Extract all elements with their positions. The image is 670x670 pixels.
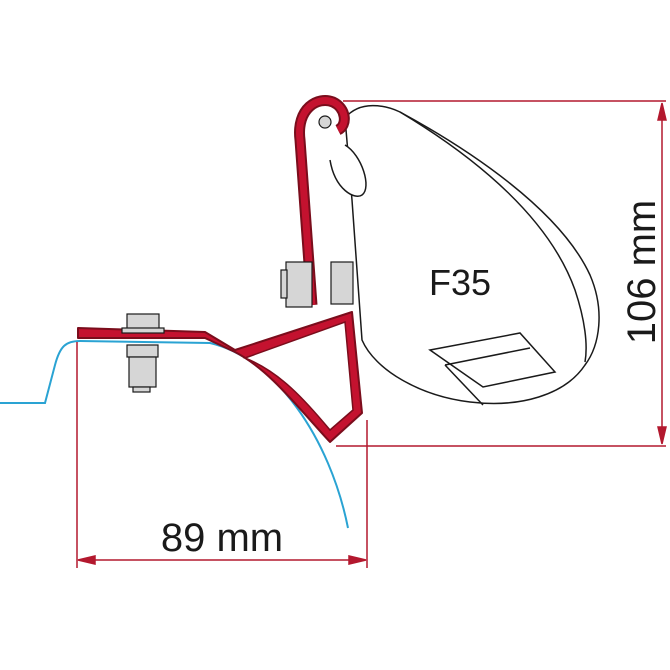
right-bolt-nuts	[280, 261, 354, 308]
awning-housing	[329, 104, 600, 406]
width-dimension-label: 89 mm	[161, 516, 283, 560]
height-dimension-label: 106 mm	[620, 200, 664, 345]
awning-rail-pin	[318, 115, 332, 129]
dimension-lines	[76, 100, 667, 568]
model-label: F35	[429, 262, 491, 303]
awning-foot-plate	[428, 332, 557, 388]
left-bolt	[121, 313, 165, 393]
adapter-bracket	[77, 95, 363, 443]
